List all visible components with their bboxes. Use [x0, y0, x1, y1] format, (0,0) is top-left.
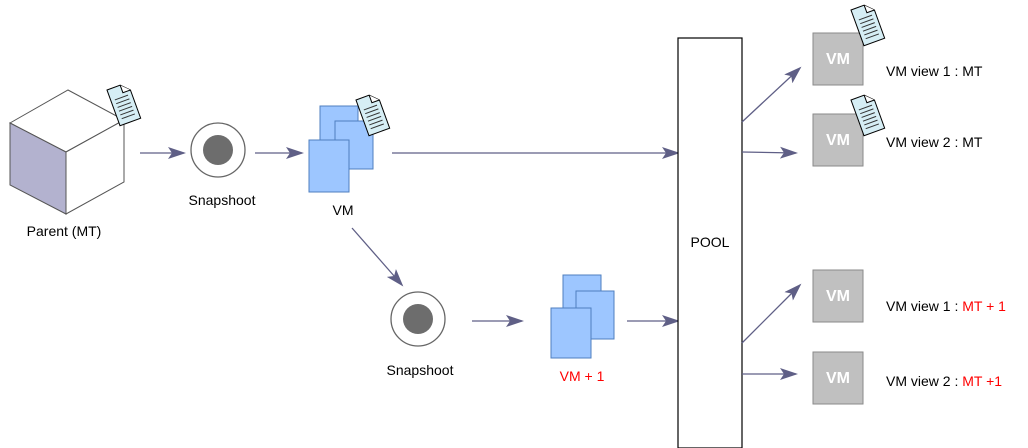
- vm-view-label: VM view 2 : MT: [886, 134, 983, 150]
- vm-view-label: VM view 1 : MT: [886, 63, 983, 79]
- pool-box: [677, 37, 743, 448]
- vm-view-box-label: VM: [826, 288, 850, 305]
- snapshot-label: Snapshoot: [387, 362, 454, 378]
- arrow-pool-to-view: [741, 283, 802, 344]
- arrow-vm-to-snapshot: [351, 227, 404, 287]
- vm-plus-1-label: VM + 1: [560, 368, 605, 384]
- arrow-pool-to-view: [741, 66, 802, 123]
- vm-view-box: VM: [812, 269, 864, 323]
- vm-view-label: VM view 2 : MT +1: [886, 373, 1002, 389]
- vm-view-box: VM: [812, 351, 864, 405]
- snapshot-icon: [390, 291, 446, 347]
- vm-view-label: VM view 1 : MT + 1: [886, 298, 1006, 314]
- parent-cube-icon: [8, 89, 126, 215]
- snapshot-icon: [190, 122, 246, 178]
- vm-view-box-label: VM: [826, 132, 850, 149]
- vm-label: VM: [333, 202, 354, 218]
- vm-view-box-label: VM: [826, 370, 850, 387]
- vm-plus-1-pages-icon: [550, 274, 615, 359]
- arrow-pool-to-view: [741, 146, 798, 159]
- vm-view-box: VM: [812, 32, 864, 86]
- pool-label: POOL: [691, 234, 730, 250]
- snapshot-label: Snapshoot: [189, 192, 256, 208]
- vm-view-box: VM: [812, 113, 864, 167]
- parent-label: Parent (MT): [27, 223, 102, 239]
- vm-view-box-label: VM: [826, 51, 850, 68]
